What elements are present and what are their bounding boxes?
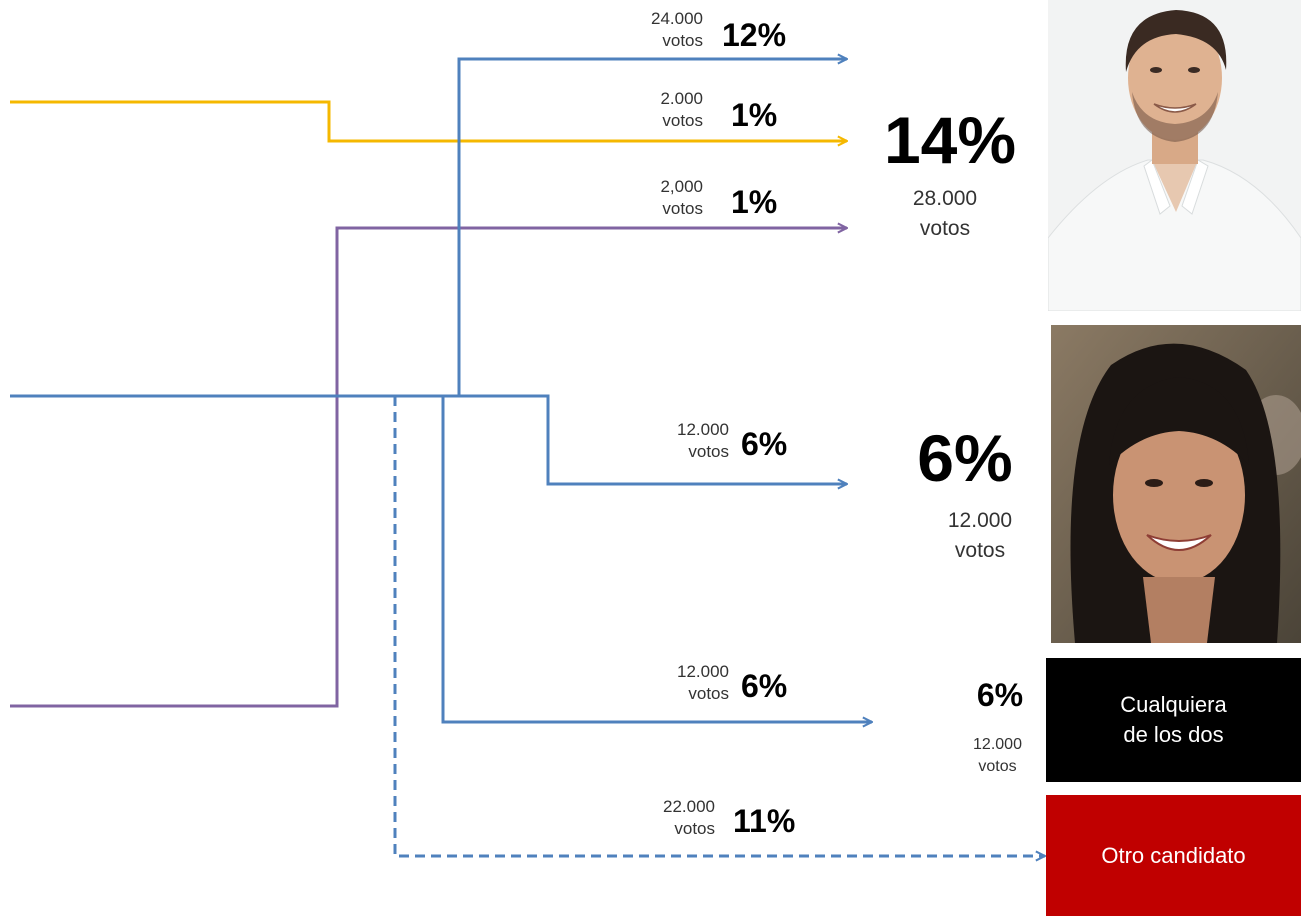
flow-label: 12.000 votos 6% (640, 419, 815, 465)
flow-percent: 1% (731, 184, 778, 220)
blue-flow-to-either (441, 396, 872, 722)
either-candidate-box: Cualquiera de los dos (1046, 658, 1301, 782)
flow-label: 24.000 votos 12% (620, 8, 795, 54)
flow-label: 2.000 votos 1% (620, 88, 795, 134)
flow-label: 2,000 votos 1% (620, 176, 795, 222)
flow-percent: 11% (733, 803, 796, 839)
vote-count: 2.000 (660, 89, 703, 108)
candidate-1-percent: 14% (883, 103, 1017, 177)
either-label-line-1: Cualquiera (1120, 692, 1227, 717)
vote-unit: votos (662, 31, 703, 50)
vote-unit: votos (688, 442, 729, 461)
candidate-2-photo (1051, 325, 1301, 643)
blue-flow-to-other (393, 396, 1045, 856)
other-candidate-label: Otro candidato (1101, 842, 1246, 868)
candidate-2-votes: 12.000 votos (905, 506, 1055, 566)
vote-unit: votos (674, 819, 715, 838)
vote-count: 24.000 (651, 9, 703, 28)
either-percent: 6% (976, 677, 1024, 713)
vote-unit: votos (919, 217, 971, 240)
candidate-2-percent: 6% (917, 421, 1013, 495)
flow-votes: 2.000 votos (623, 88, 703, 132)
flow-votes: 12.000 votos (649, 419, 729, 463)
vote-unit: votos (688, 684, 729, 703)
vote-unit: votos (662, 199, 703, 218)
vote-count: 22.000 (663, 797, 715, 816)
purple-flow-line (10, 228, 847, 708)
flow-percent: 6% (741, 426, 788, 462)
blue-main-line (10, 394, 847, 484)
flow-votes: 2,000 votos (623, 176, 703, 220)
vote-count: 12.000 (677, 420, 729, 439)
candidate-1-votes: 28.000 votos (870, 184, 1020, 244)
vote-count: 12.000 (947, 509, 1013, 532)
yellow-flow-line (10, 100, 847, 141)
vote-unit: votos (978, 758, 1017, 775)
flow-label: 22.000 votos 11% (640, 796, 815, 842)
either-votes: 12.000 votos (960, 734, 1035, 778)
blue-flow-to-first (457, 59, 847, 396)
vote-unit: votos (954, 539, 1006, 562)
vote-count: 12.000 (677, 662, 729, 681)
vote-unit: votos (662, 111, 703, 130)
flow-percent: 1% (731, 97, 778, 133)
candidate-1-photo (1048, 0, 1301, 311)
flow-votes: 24.000 votos (623, 8, 703, 52)
either-label-line-2: de los dos (1123, 722, 1224, 747)
flow-votes: 12.000 votos (649, 661, 729, 705)
vote-count: 2,000 (660, 177, 703, 196)
flow-label: 12.000 votos 6% (640, 661, 815, 707)
flow-percent: 12% (722, 17, 787, 53)
flow-votes: 22.000 votos (635, 796, 715, 840)
vote-count: 28.000 (912, 187, 978, 210)
other-candidate-box: Otro candidato (1046, 795, 1301, 916)
flow-percent: 6% (741, 668, 788, 704)
vote-count: 12.000 (973, 736, 1022, 753)
